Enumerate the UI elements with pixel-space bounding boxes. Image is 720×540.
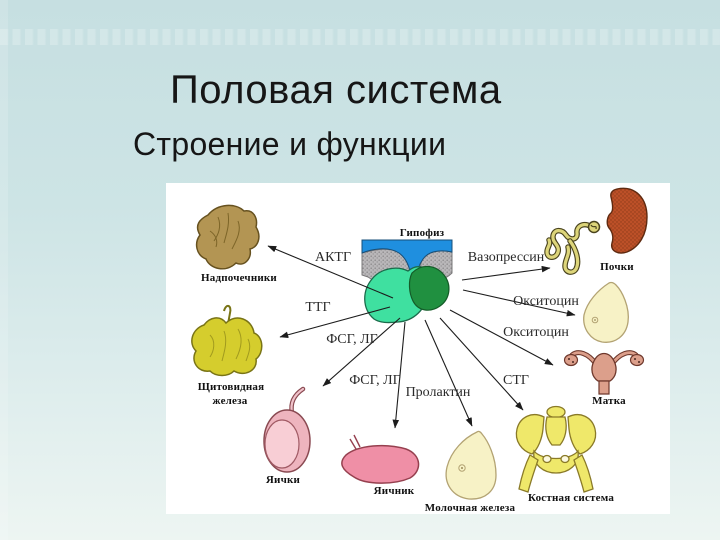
hormone-label-aktg: АКТГ	[314, 250, 352, 265]
slide-subtitle: Строение и функции	[133, 126, 447, 162]
hormone-label-oksitocin-upper: Окситоцин	[513, 294, 579, 309]
mammary-gland-drawing	[445, 430, 497, 500]
pituitary-drawing	[361, 239, 453, 324]
testes-drawing	[263, 386, 311, 473]
organ-label-thyroid-line1: Щитовидная	[197, 381, 265, 393]
organ-label-kidneys: Почки	[600, 261, 634, 273]
organ-label-adrenal: Надпочечники	[201, 272, 277, 284]
organ-label-pituitary: Гипофиз	[399, 227, 445, 239]
ovary-drawing	[341, 434, 420, 484]
diagram-panel: АКТГ ТТГ ФСГ, ЛГ ФСГ, ЛГ Пролактин СТГ О…	[166, 183, 670, 514]
hormone-label-prolaktin: Пролактин	[405, 385, 471, 400]
decorative-left-strip	[0, 0, 8, 540]
decorative-scallop-band	[0, 29, 720, 45]
thyroid-gland-drawing	[191, 305, 263, 377]
organ-label-uterus: Матка	[592, 395, 626, 407]
hormone-label-ttg: ТТГ	[305, 300, 331, 315]
adrenal-gland-drawing	[195, 204, 260, 270]
uterus-drawing	[563, 350, 645, 395]
hormone-label-fsg-lg-upper: ФСГ, ЛГ	[326, 332, 378, 347]
arrow-vazopressin-to-kidney	[461, 265, 551, 281]
arrow-ttg-to-thyroid	[279, 306, 391, 339]
nephron-drawing	[544, 220, 601, 275]
mammary-gland-unlabeled-drawing	[583, 281, 629, 343]
organ-label-testes: Яички	[265, 474, 301, 486]
organ-label-mammary: Молочная железа	[424, 502, 516, 514]
organ-label-thyroid-line2: железа	[212, 395, 248, 407]
skeletal-system-drawing	[515, 405, 597, 493]
kidney-drawing	[606, 187, 648, 254]
arrow-fsg-lg-to-testes	[322, 317, 401, 387]
arrow-oksitocin-to-mammary	[462, 289, 576, 317]
endocrine-diagram-svg	[191, 187, 648, 500]
organ-label-ovary: Яичник	[373, 485, 415, 497]
arrow-stg-to-skeleton	[439, 317, 524, 411]
arrow-aktg-to-adrenal	[267, 245, 394, 299]
organ-label-skeletal: Костная система	[527, 492, 615, 504]
hormone-label-fsg-lg-lower: ФСГ, ЛГ	[349, 373, 401, 388]
hormone-label-vazopressin: Вазопрессин	[467, 250, 545, 265]
slide-title: Половая система	[170, 68, 502, 112]
hormone-label-oksitocin-lower: Окситоцин	[503, 325, 569, 340]
arrow-oksitocin-to-uterus	[449, 309, 554, 366]
arrow-prolaktin-to-mammary	[424, 319, 473, 427]
arrow-fsg-lg-to-ovary	[392, 321, 406, 429]
hormone-arrows	[267, 245, 576, 429]
hormone-label-stg: СТГ	[503, 373, 529, 388]
